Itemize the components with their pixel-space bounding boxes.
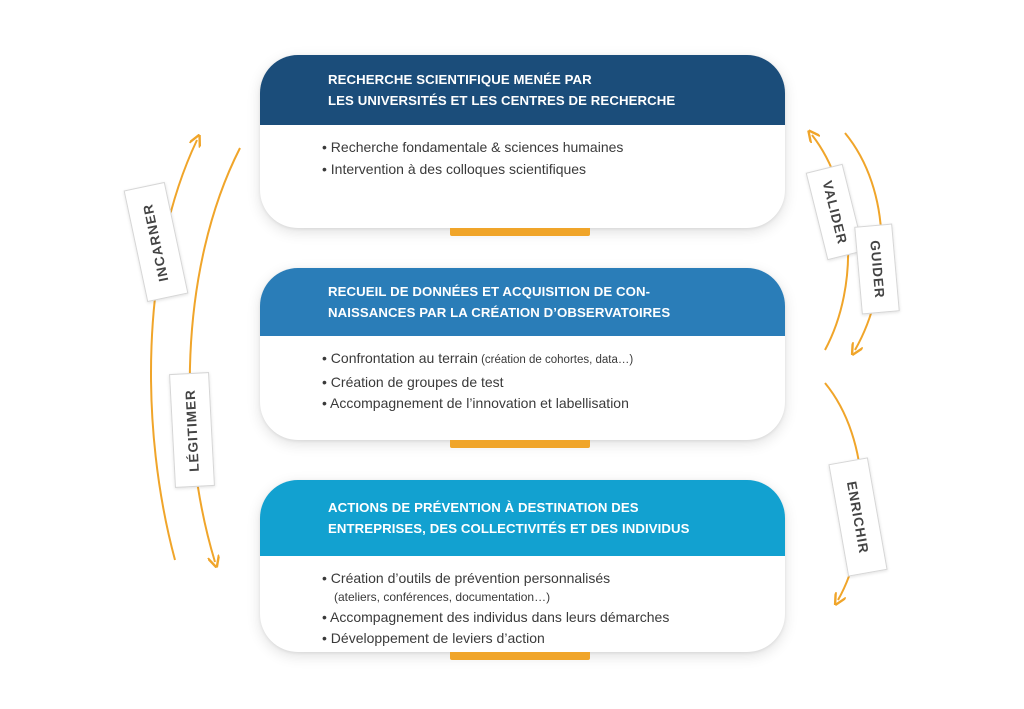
list-item: • Recherche fondamentale & sciences huma… (322, 139, 624, 155)
card-body: • Création d’outils de prévention person… (260, 556, 785, 650)
label-guider: GUIDER (854, 223, 900, 315)
list-item: • Développement de leviers d’action (322, 630, 545, 646)
card-body: • Confrontation au terrain (création de … (260, 336, 785, 415)
card-header: RECHERCHE SCIENTIFIQUE MENÉE PAR LES UNI… (260, 55, 785, 125)
list-item: • Confrontation au terrain (création de … (322, 350, 634, 366)
list-item: • Création de groupes de test (322, 373, 504, 390)
card-prevention-actions: ACTIONS DE PRÉVENTION À DESTINATION DES … (260, 480, 785, 660)
list-item: • Intervention à des colloques scientifi… (322, 160, 587, 177)
card-tab (450, 652, 590, 660)
card-title: RECUEIL DE DONNÉES ET ACQUISITION DE CON… (328, 284, 671, 320)
label-legitimer: LÉGITIMER (169, 372, 215, 488)
list-item: • Création d’outils de prévention person… (322, 570, 611, 604)
card-title: ACTIONS DE PRÉVENTION À DESTINATION DES … (328, 500, 690, 536)
card-header: RECUEIL DE DONNÉES ET ACQUISITION DE CON… (260, 268, 785, 336)
card-observatories: RECUEIL DE DONNÉES ET ACQUISITION DE CON… (260, 268, 785, 448)
card-tab (450, 440, 590, 448)
card-body: • Recherche fondamentale & sciences huma… (260, 125, 785, 180)
card-title: RECHERCHE SCIENTIFIQUE MENÉE PAR LES UNI… (328, 72, 676, 108)
card-scientific-research: RECHERCHE SCIENTIFIQUE MENÉE PAR LES UNI… (260, 55, 785, 236)
list-item: • Accompagnement des individus dans leur… (322, 608, 670, 625)
list-item: • Accompagnement de l’innovation et labe… (322, 395, 629, 411)
card-header: ACTIONS DE PRÉVENTION À DESTINATION DES … (260, 480, 785, 556)
incarner-arrow (150, 140, 197, 561)
card-tab (450, 228, 590, 236)
legitimer-arrow (188, 147, 241, 562)
